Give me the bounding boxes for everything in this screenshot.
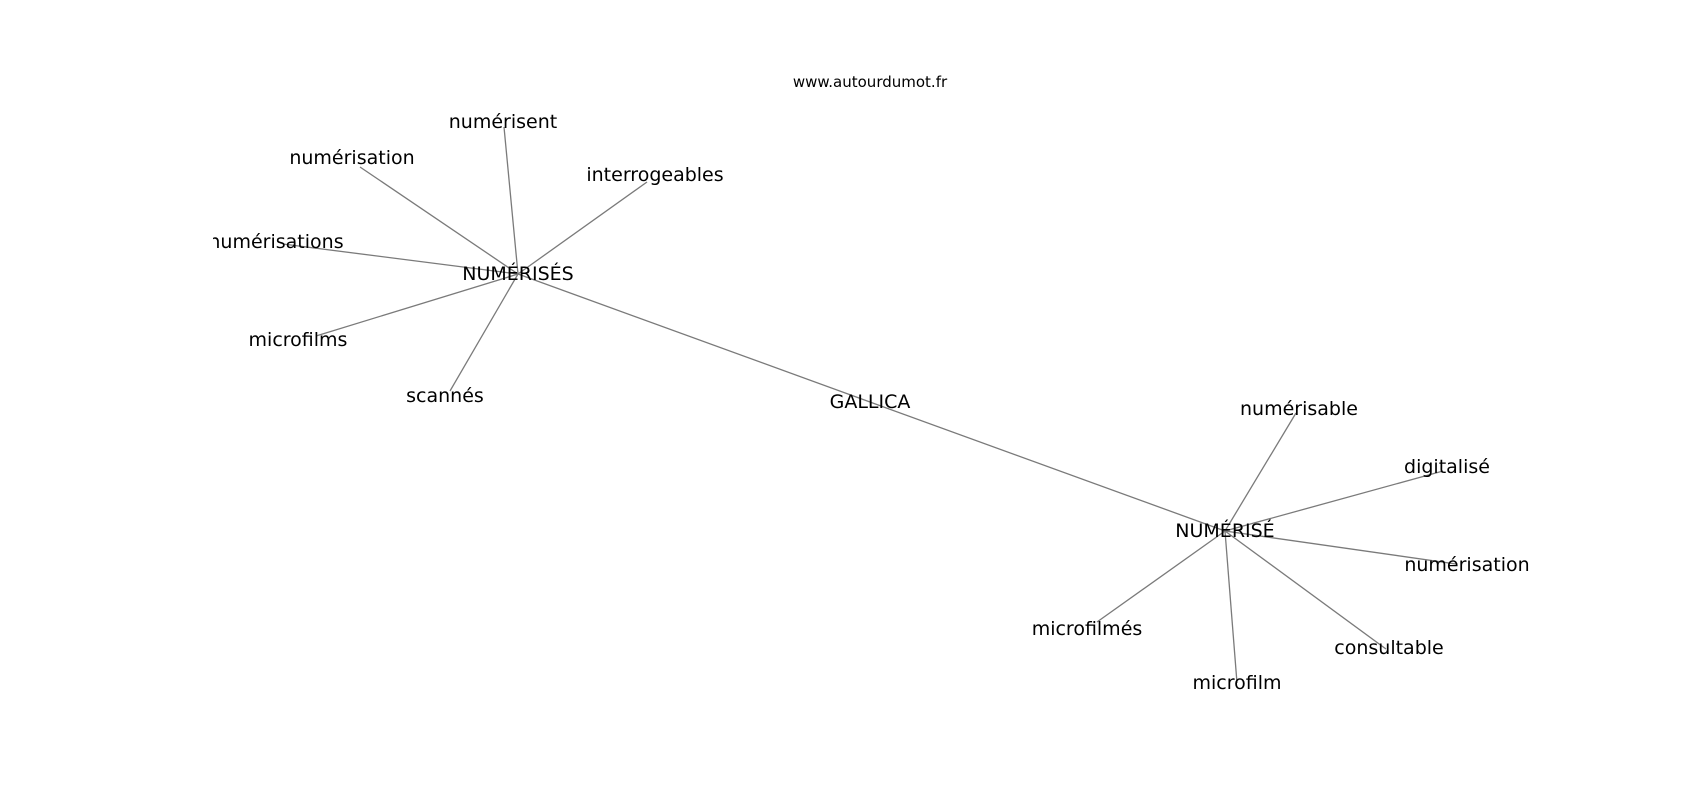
node-numerisent: numérisent (449, 111, 557, 133)
node-numerisable: numérisable (1240, 398, 1358, 420)
edge-numerises-numerisent (503, 126, 519, 275)
node-microfilmes: microfilmés (1032, 618, 1143, 640)
node-microfilms: microfilms (249, 329, 348, 351)
node-numerisation: numérisation (289, 147, 414, 169)
edge-numerise-microfilm (1224, 530, 1238, 684)
node-numerises: NUMÉRISÉS (462, 262, 573, 285)
edge-numerise-digitalise (1224, 470, 1444, 532)
graph-nodes: GALLICA NUMÉRISÉS NUMÉRISÉ numérisent numéri… (208, 111, 1530, 694)
node-numerise: NUMÉRISÉ (1175, 519, 1274, 542)
edge-numerise-numerisable (1224, 412, 1297, 532)
graph-edges (282, 126, 1457, 684)
edge-numerises-scannes (449, 273, 519, 392)
edge-numerises-interrogeables (517, 181, 648, 275)
node-consultable: consultable (1334, 637, 1443, 659)
node-numerisations: numérisations (208, 231, 343, 253)
edge-numerises-microfilms (315, 273, 519, 337)
edge-numerise-consultable (1224, 530, 1387, 650)
edge-numerises-numerisations (282, 243, 519, 275)
node-digitalise: digitalisé (1404, 456, 1490, 478)
edge-numerises-gallica (517, 273, 871, 403)
edge-numerise-microfilmes (1096, 530, 1226, 623)
edge-numerises-numerisation-1 (359, 166, 519, 275)
node-numerisation: numérisation (1404, 554, 1529, 576)
source-watermark: www.autourdumot.fr (793, 73, 948, 91)
edge-numerise-numerisation-2 (1224, 530, 1457, 565)
edge-gallica-numerise (869, 401, 1226, 532)
node-microfilm: microfilm (1192, 672, 1281, 694)
node-scannes: scannés (406, 385, 484, 407)
node-interrogeables: interrogeables (586, 164, 723, 186)
node-gallica: GALLICA (830, 391, 911, 413)
